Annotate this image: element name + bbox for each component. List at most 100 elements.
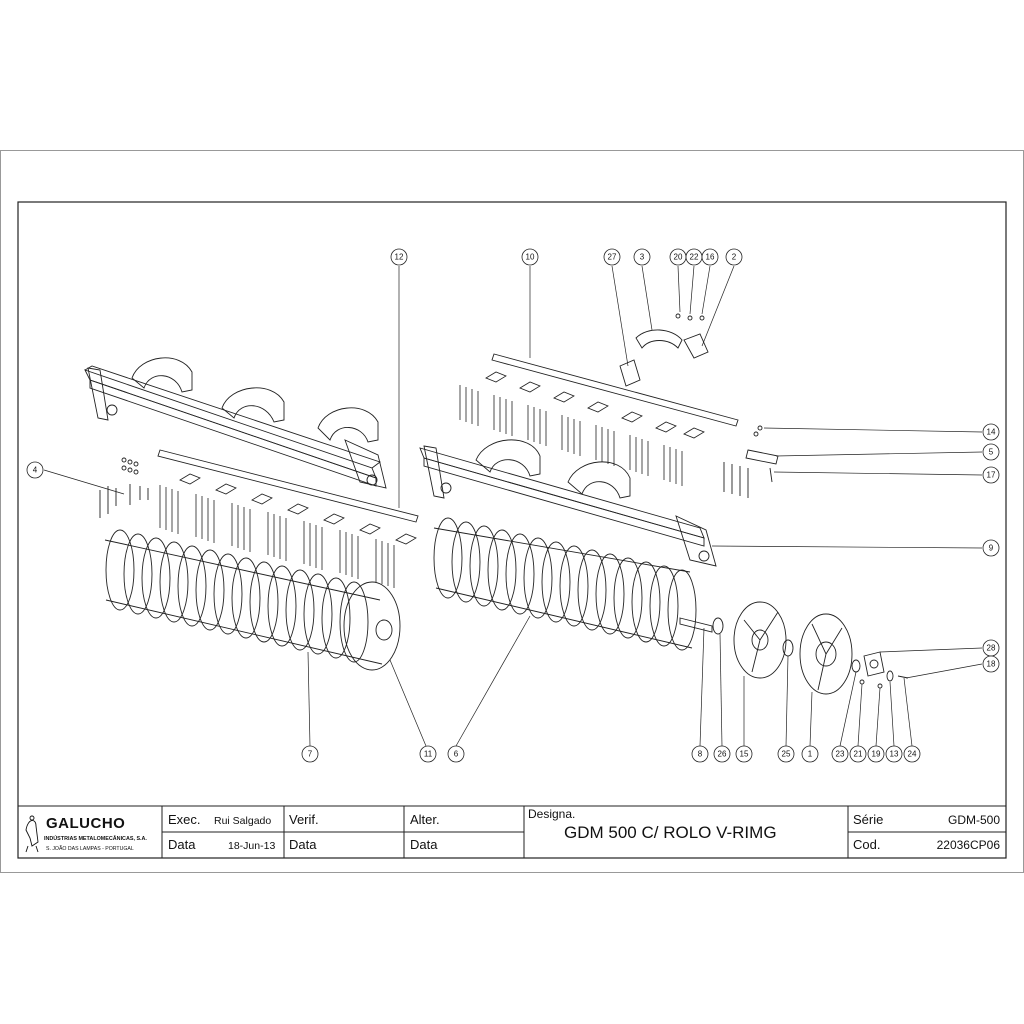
callout-circle (390, 248, 408, 266)
callout-number: 19 (872, 750, 881, 759)
callout-number: 20 (674, 253, 683, 262)
callout-number: 9 (989, 544, 994, 553)
exploded-parts-drawing: 1210273202216241451792818711682615251232… (26, 248, 1000, 763)
callout-22: 22 (685, 248, 703, 266)
callout-number: 25 (782, 750, 791, 759)
galucho-logo-icon (25, 815, 39, 853)
callout-25: 25 (777, 745, 795, 763)
callout-18: 18 (982, 655, 1000, 673)
callout-number: 23 (836, 750, 845, 759)
left-roller (104, 529, 401, 671)
callout-number: 4 (33, 466, 38, 475)
alter-data-label: Data (410, 837, 438, 852)
callout-number: 17 (987, 471, 996, 480)
callout-circle (885, 745, 903, 763)
callout-23: 23 (831, 745, 849, 763)
leader-lines (43, 265, 983, 747)
callout-9: 9 (982, 539, 1000, 557)
callout-number: 12 (395, 253, 404, 262)
callout-circle (982, 655, 1000, 673)
callout-circle (982, 539, 1000, 557)
alter-label: Alter. (410, 812, 440, 827)
verif-data-label: Data (289, 837, 317, 852)
callout-number: 28 (987, 644, 996, 653)
callout-circle (725, 248, 743, 266)
callout-circle (713, 745, 731, 763)
callout-number: 2 (732, 253, 737, 262)
callout-11: 11 (419, 745, 437, 763)
title-block (17, 805, 1007, 859)
callout-circle (831, 745, 849, 763)
callout-number: 13 (890, 750, 899, 759)
callout-5: 5 (982, 443, 1000, 461)
designa-label: Designa. (528, 807, 575, 821)
callout-24: 24 (903, 745, 921, 763)
company-location: S. JOÃO DAS LAMPAS - PORTUGAL (46, 845, 134, 852)
callout-number: 15 (740, 750, 749, 759)
serie-value: GDM-500 (948, 813, 1000, 827)
callout-8: 8 (691, 745, 709, 763)
callout-circle (903, 745, 921, 763)
data-label: Data (168, 837, 196, 852)
callout-number: 21 (854, 750, 863, 759)
right-tine-bar (491, 353, 739, 427)
callout-circle (301, 745, 319, 763)
left-tines (159, 473, 417, 588)
outer-frame (0, 150, 1024, 873)
callout-14: 14 (982, 423, 1000, 441)
callout-2: 2 (725, 248, 743, 266)
data-value: 18-Jun-13 (228, 840, 275, 852)
callout-circle (982, 423, 1000, 441)
callout-number: 24 (908, 750, 917, 759)
part-4-bolts (99, 457, 149, 518)
callout-circle (521, 248, 539, 266)
callout-number: 22 (690, 253, 699, 262)
callout-number: 10 (526, 253, 535, 262)
right-small-parts (723, 425, 779, 498)
callout-circle (982, 443, 1000, 461)
callout-28: 28 (982, 639, 1000, 657)
callout-15: 15 (735, 745, 753, 763)
callout-19: 19 (867, 745, 885, 763)
callout-circle (26, 461, 44, 479)
callout-circle (982, 466, 1000, 484)
right-tines (459, 371, 705, 486)
callout-21: 21 (849, 745, 867, 763)
callout-circle (701, 248, 719, 266)
callout-number: 11 (424, 750, 433, 759)
callout-circle (691, 745, 709, 763)
callout-16: 16 (701, 248, 719, 266)
callout-27: 27 (603, 248, 621, 266)
callout-20: 20 (669, 248, 687, 266)
callout-circle (849, 745, 867, 763)
callout-circle (735, 745, 753, 763)
left-tine-bar (157, 449, 419, 523)
callout-12: 12 (390, 248, 408, 266)
end-parts (712, 601, 909, 695)
callout-number: 16 (706, 253, 715, 262)
callout-4: 4 (26, 461, 44, 479)
callout-number: 6 (454, 750, 459, 759)
callout-number: 14 (987, 428, 996, 437)
callout-circle (447, 745, 465, 763)
callout-3: 3 (633, 248, 651, 266)
callout-6: 6 (447, 745, 465, 763)
designa-value: GDM 500 C/ ROLO V-RIMG (564, 823, 777, 842)
callout-number: 27 (608, 253, 617, 262)
left-frame-beam (84, 357, 387, 489)
cod-value: 22036CP06 (937, 838, 1001, 852)
exec-value: Rui Salgado (214, 815, 271, 827)
callout-1: 1 (801, 745, 819, 763)
callout-17: 17 (982, 466, 1000, 484)
exec-label: Exec. (168, 812, 201, 827)
right-frame-beam (419, 439, 717, 567)
callout-circle (867, 745, 885, 763)
callout-number: 1 (808, 750, 813, 759)
callout-7: 7 (301, 745, 319, 763)
cod-label: Cod. (853, 837, 880, 852)
callout-number: 18 (987, 660, 996, 669)
callout-circle (777, 745, 795, 763)
upper-arch-parts (619, 313, 709, 387)
callout-circle (603, 248, 621, 266)
